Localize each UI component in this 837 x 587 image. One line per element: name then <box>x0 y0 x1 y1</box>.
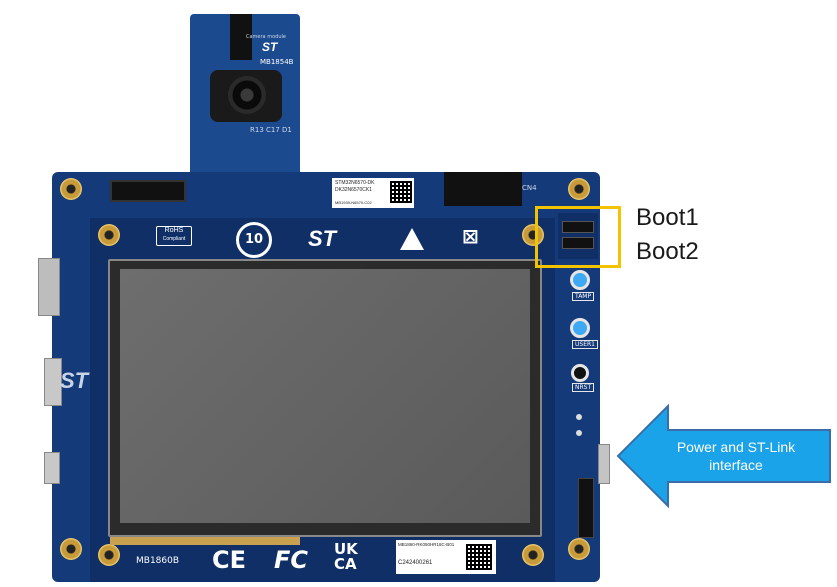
tamp-label: TAMP <box>572 292 595 301</box>
board-sticker-bottom: MB1860-RK050HR18C-B01 C242400261 <box>396 540 496 574</box>
board-sticker-top: STM32N6570-DK DK32N6570CK1 MB1939-N6570-… <box>332 178 414 208</box>
side-connector-3 <box>44 452 60 484</box>
camera-ribbon <box>230 14 252 60</box>
camera-lens <box>210 70 282 122</box>
st-logo-lcd: ST <box>308 226 337 251</box>
weee-bin-icon: ⊠ <box>462 224 479 248</box>
camera-module-part: MB1854B <box>260 58 294 66</box>
user1-label: USER1 <box>572 340 598 349</box>
lcd-flex-strip <box>110 537 300 545</box>
st-logo-board: ST <box>60 368 89 393</box>
sticker-line-3: MB1939-N6570-C02 <box>335 200 372 205</box>
arrow-left-icon <box>616 404 831 508</box>
usb-connector <box>598 444 610 484</box>
boot-highlight-box <box>535 206 621 268</box>
header-pins-right <box>444 172 522 206</box>
sticker-line-2: DK32N6570CK1 <box>335 187 372 193</box>
sticker-line-1: STM32N6570-DK <box>335 180 375 186</box>
side-connector-1 <box>38 258 60 316</box>
boot2-label: Boot2 <box>636 238 699 265</box>
side-connector-2 <box>44 358 62 406</box>
fcc-mark: FC <box>274 546 309 574</box>
esd-warning-icon <box>400 228 424 250</box>
leds <box>574 410 586 440</box>
user1-button[interactable] <box>570 318 590 338</box>
lcd-panel <box>108 259 542 545</box>
sticker-bottom-line-2: C242400261 <box>398 560 433 566</box>
reset-button[interactable] <box>571 364 589 382</box>
boot-switches[interactable] <box>558 213 598 259</box>
sticker-bottom-line-1: MB1860-RK050HR18C-B01 <box>398 542 455 547</box>
tamp-button[interactable] <box>570 270 590 290</box>
right-header <box>578 478 594 538</box>
header-pins-left <box>110 180 186 202</box>
board-part-label: MB1860B <box>136 556 180 566</box>
ce-mark: CE <box>212 546 247 574</box>
st-logo-small: ST <box>262 40 278 54</box>
lcd-active-area <box>120 269 530 523</box>
arrow-caption: Power and ST-Link interface <box>676 439 796 473</box>
nrst-label: NRST <box>572 383 595 392</box>
camera-module-name: Camera module <box>246 34 286 40</box>
ten-year-icon: 10 <box>236 222 272 258</box>
boot1-label: Boot1 <box>636 204 699 231</box>
